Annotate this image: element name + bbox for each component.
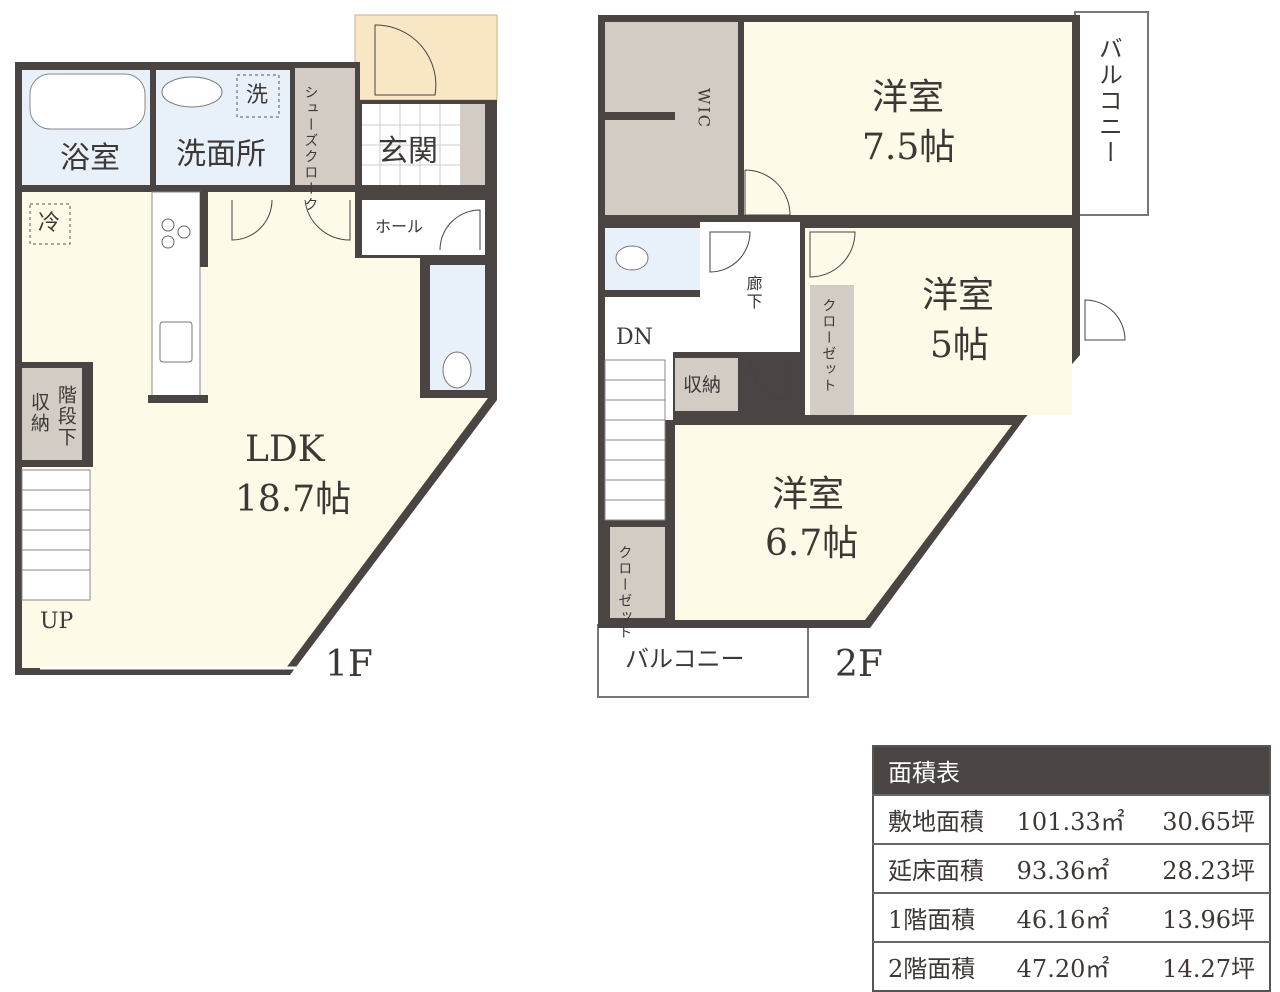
- row-label: 1階面積: [873, 892, 1003, 942]
- ldk-floor: [22, 192, 488, 668]
- under-stairs-label: 階段下: [54, 385, 77, 448]
- row-tsubo: 28.23坪: [1143, 843, 1270, 893]
- corridor-label: 廊下: [743, 275, 763, 311]
- sink-icon: [161, 76, 223, 108]
- hall-floor: [362, 200, 485, 255]
- floor1-plan: [15, 14, 498, 675]
- shoe-closet-label: シューズクローク: [302, 85, 319, 213]
- entrance-label: 玄関: [378, 134, 438, 169]
- room1-floor: [744, 22, 1072, 215]
- washroom-label: 洗面所: [176, 137, 266, 172]
- room3-closet: [610, 527, 665, 618]
- bathtub-icon: [29, 73, 146, 130]
- dn-label: DN: [616, 325, 653, 350]
- room2-closet: [810, 285, 854, 415]
- row-label: 2階面積: [873, 941, 1003, 991]
- wic-label: WIC: [694, 88, 714, 130]
- area-table-title: 面積表: [873, 746, 1270, 795]
- row-sqm: 47.20㎡: [1002, 941, 1144, 991]
- up-label: UP: [40, 609, 74, 634]
- washer-mark: 洗: [246, 83, 269, 108]
- row-label: 敷地面積: [873, 794, 1003, 844]
- row-sqm: 101.33㎡: [1002, 794, 1144, 844]
- hall-label: ホール: [375, 217, 424, 236]
- ldk-label: LDK: [245, 429, 325, 470]
- room2-size: 5帖: [930, 325, 989, 366]
- room2-name: 洋室: [922, 275, 995, 316]
- room2-closet-label: クローゼット: [820, 298, 837, 394]
- bath-label: 浴室: [60, 141, 120, 176]
- stairs-up: [21, 469, 91, 601]
- balcony-right: [1074, 11, 1149, 216]
- storage2: [675, 358, 738, 411]
- storage2-label: 収納: [683, 374, 722, 396]
- room3-name: 洋室: [772, 474, 845, 515]
- row-label: 延床面積: [873, 843, 1003, 893]
- floor2-plan: [597, 11, 1149, 698]
- room3-floor: [675, 425, 1012, 620]
- row-sqm: 46.16㎡: [1002, 892, 1144, 942]
- balcony-right-label: バルコニー: [1094, 36, 1123, 166]
- shoe-closet-floor: [295, 68, 355, 185]
- row-tsubo: 30.65坪: [1143, 794, 1270, 844]
- room3-size: 6.7帖: [765, 523, 859, 564]
- room1-name: 洋室: [872, 77, 945, 118]
- ldk-size: 18.7帖: [235, 479, 352, 520]
- row-sqm: 93.36㎡: [1002, 843, 1144, 893]
- floor2-label: 2F: [835, 644, 883, 685]
- row-tsubo: 13.96坪: [1143, 892, 1270, 942]
- floor1-label: 1F: [325, 644, 373, 685]
- storage-label: 収納: [27, 392, 50, 434]
- room1-size: 7.5帖: [862, 127, 956, 168]
- kitchen-counter: [151, 191, 201, 398]
- entrance-porch: [354, 14, 498, 101]
- row-tsubo: 14.27坪: [1143, 941, 1270, 991]
- toilet-icon: [442, 351, 472, 389]
- balcony-bottom-label: バルコニー: [625, 645, 745, 673]
- kitchen-sink-icon: [159, 321, 193, 363]
- fridge-mark: 冷: [38, 211, 61, 236]
- under-stairs-storage: [22, 368, 82, 460]
- room3-closet-label: クローゼット: [616, 545, 633, 641]
